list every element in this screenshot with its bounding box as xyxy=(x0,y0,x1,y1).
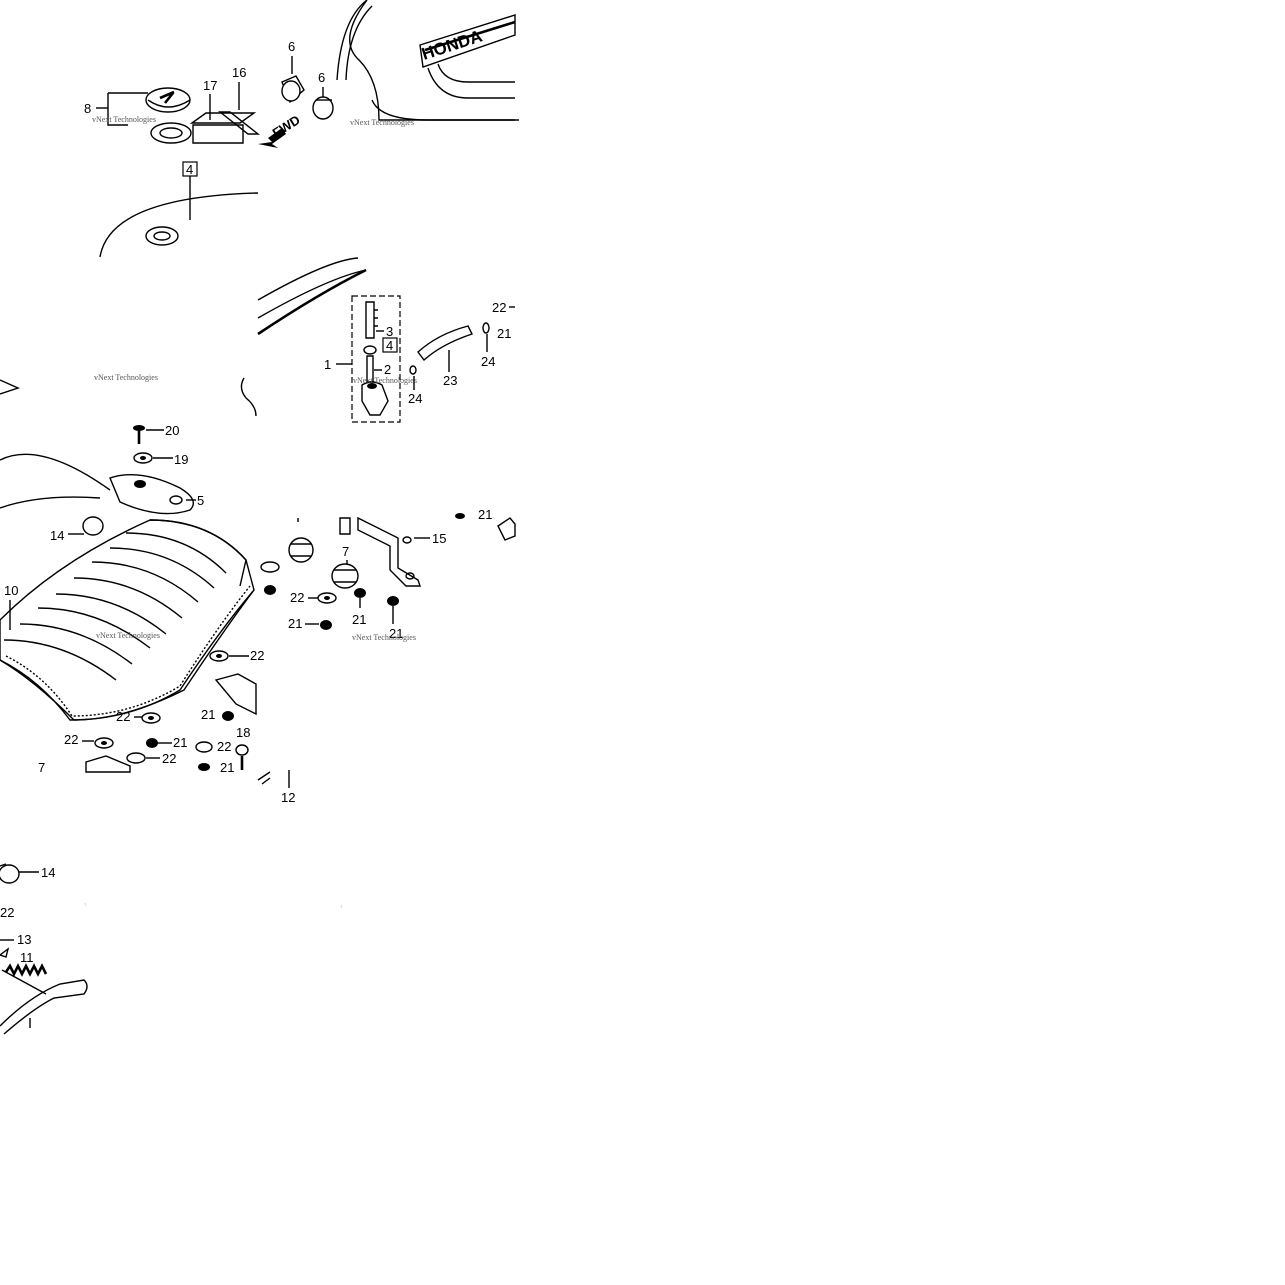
tile-fuel-cock: 3 4 2 1 23 24 24 22 21 vNext Technologie… xyxy=(0,257,515,515)
callout-22f: 22 xyxy=(217,739,231,754)
callout-7a: 7 xyxy=(342,544,349,559)
seat-latch-plate xyxy=(85,755,131,773)
rubber-6-upper xyxy=(281,75,305,104)
fuel-hose-23 xyxy=(417,325,473,362)
rubber-7-upper xyxy=(288,537,314,563)
callout-21g: 21 xyxy=(352,612,366,627)
fuel-tank-top xyxy=(99,192,259,258)
callout-1: 1 xyxy=(324,357,331,372)
callout-16: 16 xyxy=(232,65,246,80)
callout-17: 17 xyxy=(203,78,217,93)
nut-21-seat-lower xyxy=(146,738,158,748)
tile-fuel-cap: 8 17 16 6 6 FWD xyxy=(84,0,519,258)
callout-11: 11 xyxy=(20,950,34,965)
fwd-label: FWD xyxy=(270,112,303,140)
callout-13: 13 xyxy=(17,932,31,947)
callout-22c: 22 xyxy=(116,709,130,724)
tank-emblem: HONDA xyxy=(336,0,519,121)
callout-4b-box xyxy=(382,337,398,353)
spring-11 xyxy=(1,963,48,995)
watermark-3: vNext Technologies xyxy=(94,373,158,382)
callout-23: 23 xyxy=(443,373,457,388)
tile-bracket: 7 15 21 22 21 21 21 vNext Technologies xyxy=(288,507,516,642)
callout-24a: 24 xyxy=(408,391,422,406)
fuel-cock-body xyxy=(361,381,389,416)
callout-22g: 22 xyxy=(290,590,304,605)
faint-mark-1: ' xyxy=(84,901,87,916)
watermark-6: vNext Technologies xyxy=(352,633,416,642)
bolt-20 xyxy=(133,425,145,444)
watermark-2: vNext Technologies xyxy=(350,118,414,127)
callout-18: 18 xyxy=(236,725,250,740)
nut-21-bracket-mid xyxy=(354,588,366,598)
callout-12: 12 xyxy=(281,790,295,805)
stand-rod xyxy=(0,979,88,1035)
decal-17 xyxy=(189,112,257,124)
callout-20: 20 xyxy=(165,423,179,438)
rubber-7-lower xyxy=(331,563,359,589)
callout-8: 8 xyxy=(84,101,91,116)
callout-22h: 22 xyxy=(0,905,14,920)
callout-14a: 14 xyxy=(50,528,64,543)
clip-24-lower xyxy=(409,365,417,375)
washer-22-seat-bottom xyxy=(126,752,146,764)
callout-15: 15 xyxy=(432,531,446,546)
tile-lower: 12 14 22 13 11 ' ' xyxy=(0,770,343,1035)
callout-21h: 21 xyxy=(389,626,403,641)
callout-21c: 21 xyxy=(173,735,187,750)
watermark-1: vNext Technologies xyxy=(92,115,156,124)
callout-22a: 22 xyxy=(492,300,506,315)
nut-21-seat xyxy=(222,711,234,721)
seat-bracket-5 xyxy=(0,453,194,515)
rubber-14-lower xyxy=(0,863,20,884)
callout-6b: 6 xyxy=(318,70,325,85)
callout-24b: 24 xyxy=(481,354,495,369)
callout-7b: 7 xyxy=(38,760,45,775)
rubber-14-upper xyxy=(82,516,104,536)
faint-mark-2: ' xyxy=(340,903,343,918)
nut-21-bracket-left xyxy=(320,620,332,630)
callout-21a: 21 xyxy=(497,326,511,341)
rear-bracket-15 xyxy=(339,516,421,587)
callout-4b: 4 xyxy=(386,338,393,353)
callout-22b: 22 xyxy=(250,648,264,663)
seat-hinge xyxy=(214,673,257,716)
callout-3: 3 xyxy=(386,324,393,339)
strainer-3 xyxy=(365,301,375,339)
bolt-18 xyxy=(235,744,249,770)
callout-22e: 22 xyxy=(162,751,176,766)
rubber-6-lower xyxy=(312,96,334,120)
washer-22-bolt xyxy=(195,741,213,753)
callout-6a: 6 xyxy=(288,39,295,54)
callout-21f: 21 xyxy=(288,616,302,631)
brand-emblem-text: HONDA xyxy=(419,26,484,63)
watermark-5: vNext Technologies xyxy=(96,631,160,640)
callout-4a: 4 xyxy=(186,162,193,177)
callout-21b: 21 xyxy=(201,707,215,722)
decal-16 xyxy=(217,111,261,135)
seat-10 xyxy=(0,519,255,721)
clip-24-upper xyxy=(482,322,490,334)
callout-10: 10 xyxy=(4,583,18,598)
callout-21d: 21 xyxy=(220,760,234,775)
callout-2: 2 xyxy=(384,362,391,377)
callout-22d: 22 xyxy=(64,732,78,747)
watermark-4: vNext Technologies xyxy=(353,376,417,385)
tile-seat: 14 10 22 21 22 22 xyxy=(0,516,280,775)
fuel-cap-part xyxy=(145,87,192,144)
nut-21-bottom xyxy=(198,763,210,771)
callout-19: 19 xyxy=(174,452,188,467)
nut-21-bracket-right xyxy=(387,596,399,606)
fuel-cock-assembly-box xyxy=(351,295,401,423)
callout-5: 5 xyxy=(197,493,204,508)
callout-21e: 21 xyxy=(478,507,492,522)
fwd-arrow: FWD xyxy=(258,112,303,148)
callout-14b: 14 xyxy=(41,865,55,880)
